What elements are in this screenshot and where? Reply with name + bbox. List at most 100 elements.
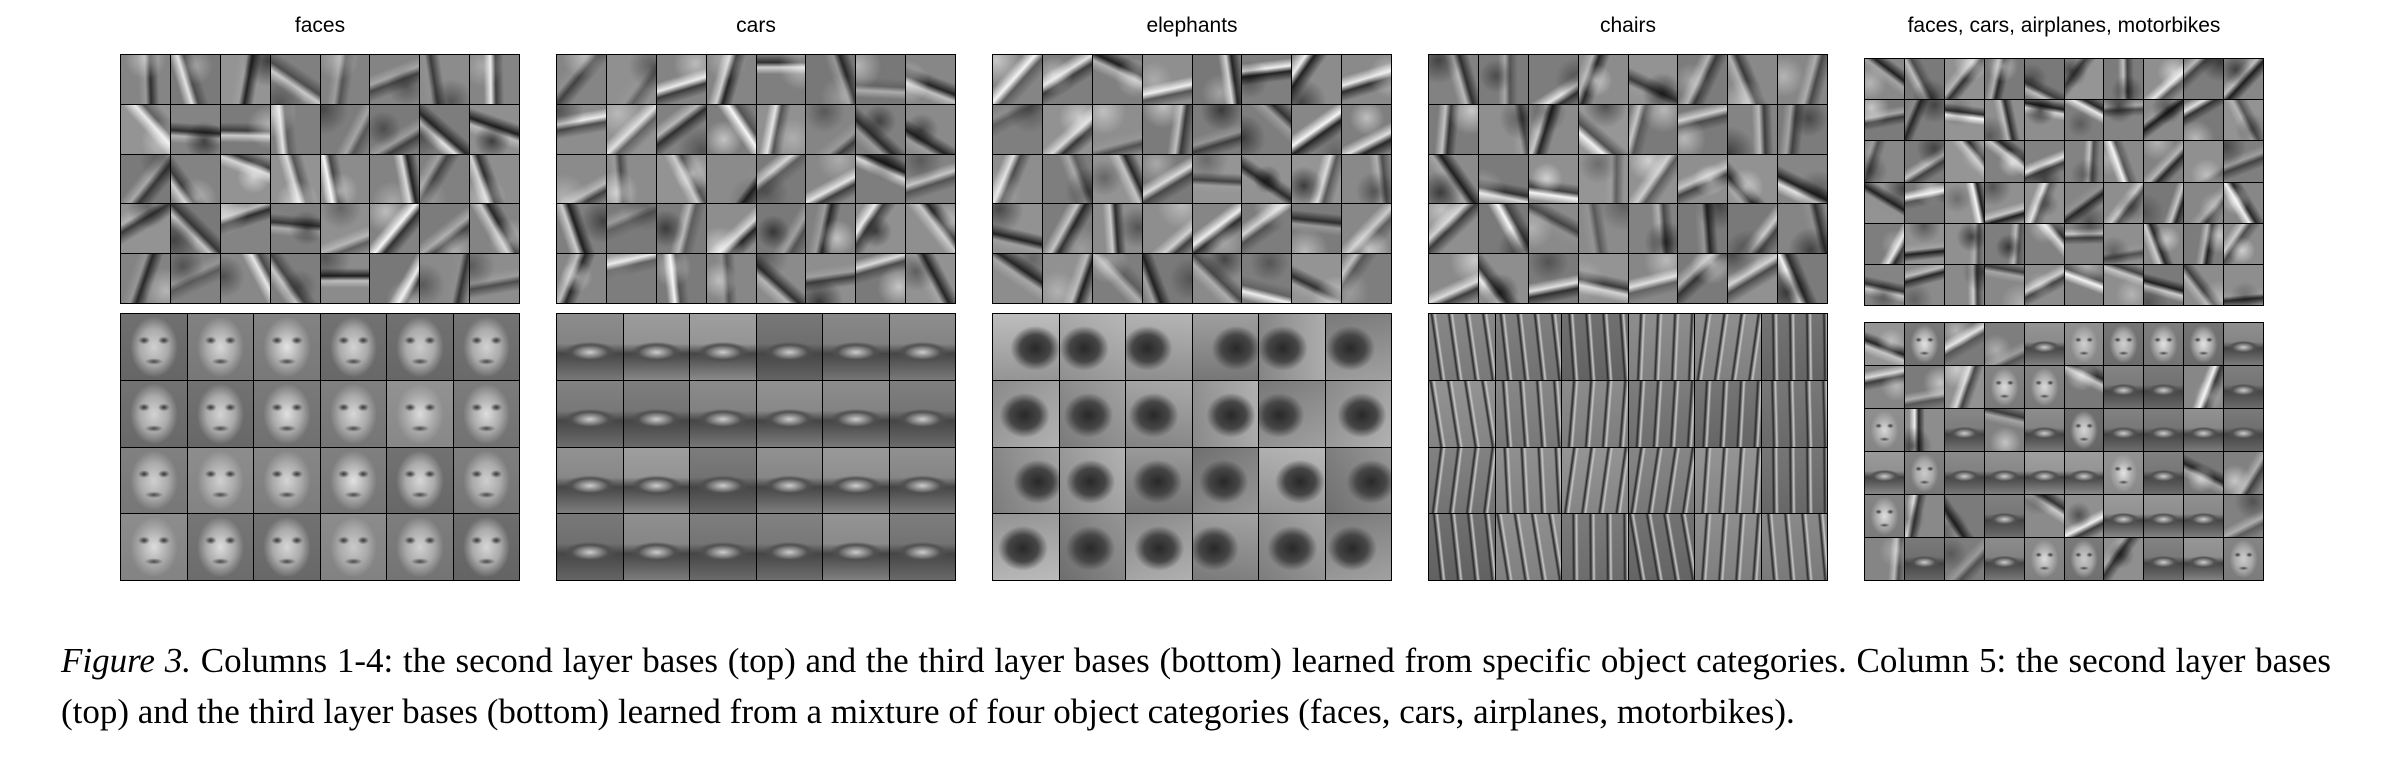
second-layer-basis-cell [706,104,756,154]
second-layer-basis-cell [706,154,756,204]
third-layer-basis-cell [1495,314,1561,380]
second-layer-basis-cell [756,104,806,154]
second-layer-basis-cell [2224,59,2263,100]
third-layer-basis-cell [1865,323,1904,365]
third-layer-basis-cell [2184,495,2224,537]
second-layer-basis-cell [1142,154,1192,204]
second-layer-basis-cell [121,55,170,104]
second-layer-basis-cell [370,204,420,254]
third-layer-basis-cell [690,314,756,380]
second-layer-basis-cell [606,254,656,303]
third-layer-basis-cell [1059,380,1125,447]
second-layer-basis-cell [1984,223,2024,264]
second-layer-basis-cell [993,154,1042,204]
second-layer-basis-cell [2144,141,2184,182]
second-layer-basis-cell [1342,154,1391,204]
second-layer-basis-cell [470,55,519,104]
third-layer-basis-cell [2184,323,2224,365]
second-layer-basis-cell [1192,204,1242,254]
second-layer-bases-grid [556,54,956,304]
third-layer-basis-cell [889,447,955,514]
third-layer-basis-cell [756,447,822,514]
second-layer-basis-cell [993,55,1042,104]
second-layer-basis-cell [856,55,906,104]
third-layer-basis-cell [254,314,320,380]
third-layer-basis-cell [1192,447,1258,514]
second-layer-basis-cell [1578,154,1628,204]
second-layer-basis-cell [1142,204,1192,254]
third-layer-basis-cell [2064,323,2104,365]
second-layer-basis-cell [370,55,420,104]
second-layer-basis-cell [121,104,170,154]
second-layer-basis-cell [1528,55,1578,104]
second-layer-basis-cell [2224,100,2263,141]
second-layer-basis-cell [1478,104,1528,154]
third-layer-basis-cell [1904,495,1944,537]
third-layer-basis-cell [2224,452,2263,494]
second-layer-basis-cell [2184,59,2224,100]
second-layer-basis-cell [1628,154,1678,204]
second-layer-basis-cell [370,254,420,303]
third-layer-basis-cell [1562,314,1628,380]
third-layer-basis-cell [1059,514,1125,580]
third-layer-basis-cell [1628,380,1694,447]
third-layer-basis-cell [1944,323,1984,365]
third-layer-basis-cell [690,447,756,514]
second-layer-basis-cell [2224,141,2263,182]
second-layer-basis-cell [2144,223,2184,264]
third-layer-basis-cell [1944,538,1984,580]
third-layer-basis-cell [320,380,386,447]
second-layer-basis-cell [706,55,756,104]
third-layer-basis-cell [823,514,889,580]
second-layer-basis-cell [1984,59,2024,100]
third-layer-basis-cell [2104,366,2144,408]
second-layer-basis-cell [1478,204,1528,254]
second-layer-basis-cell [1728,254,1778,303]
third-layer-basis-cell [1259,314,1325,380]
second-layer-basis-cell [2024,223,2064,264]
column-title: faces, cars, airplanes, motorbikes [1907,14,2221,37]
third-layer-basis-cell [1904,409,1944,451]
second-layer-basis-cell [1242,55,1292,104]
second-layer-basis-cell [1728,55,1778,104]
second-layer-basis-cell [121,254,170,303]
second-layer-basis-cell [2104,100,2144,141]
second-layer-basis-cell [606,204,656,254]
second-layer-basis-cell [1292,204,1342,254]
second-layer-basis-cell [1578,254,1628,303]
second-layer-basis-cell [1192,254,1242,303]
third-layer-basis-cell [1429,447,1495,514]
third-layer-basis-cell [1495,380,1561,447]
second-layer-basis-cell [1342,204,1391,254]
second-layer-basis-cell [1778,204,1827,254]
third-layer-basis-cell [387,380,453,447]
second-layer-basis-cell [2024,182,2064,223]
second-layer-basis-cell [993,204,1042,254]
second-layer-basis-cell [1865,182,1904,223]
figure-label: Figure 3. [61,641,191,680]
second-layer-basis-cell [1429,55,1478,104]
second-layer-basis-cell [420,55,470,104]
third-layer-basis-cell [1628,447,1694,514]
third-layer-basis-cell [2104,323,2144,365]
third-layer-basis-cell [1904,323,1944,365]
second-layer-basis-cell [1578,55,1628,104]
second-layer-basis-cell [906,254,955,303]
third-layer-basis-cell [2144,452,2184,494]
second-layer-basis-cell [220,154,270,204]
third-layer-basis-cell [121,514,187,580]
second-layer-basis-cell [1242,204,1292,254]
second-layer-basis-cell [2024,141,2064,182]
third-layer-basis-cell [2184,452,2224,494]
second-layer-basis-cell [270,154,320,204]
third-layer-basis-cell [623,380,689,447]
second-layer-basis-cell [1342,55,1391,104]
second-layer-basis-cell [993,254,1042,303]
second-layer-basis-cell [706,254,756,303]
second-layer-basis-cell [420,204,470,254]
third-layer-basis-cell [1695,447,1761,514]
second-layer-basis-cell [470,204,519,254]
third-layer-basis-cell [1126,314,1192,380]
third-layer-basis-cell [1761,314,1827,380]
second-layer-basis-cell [1528,154,1578,204]
